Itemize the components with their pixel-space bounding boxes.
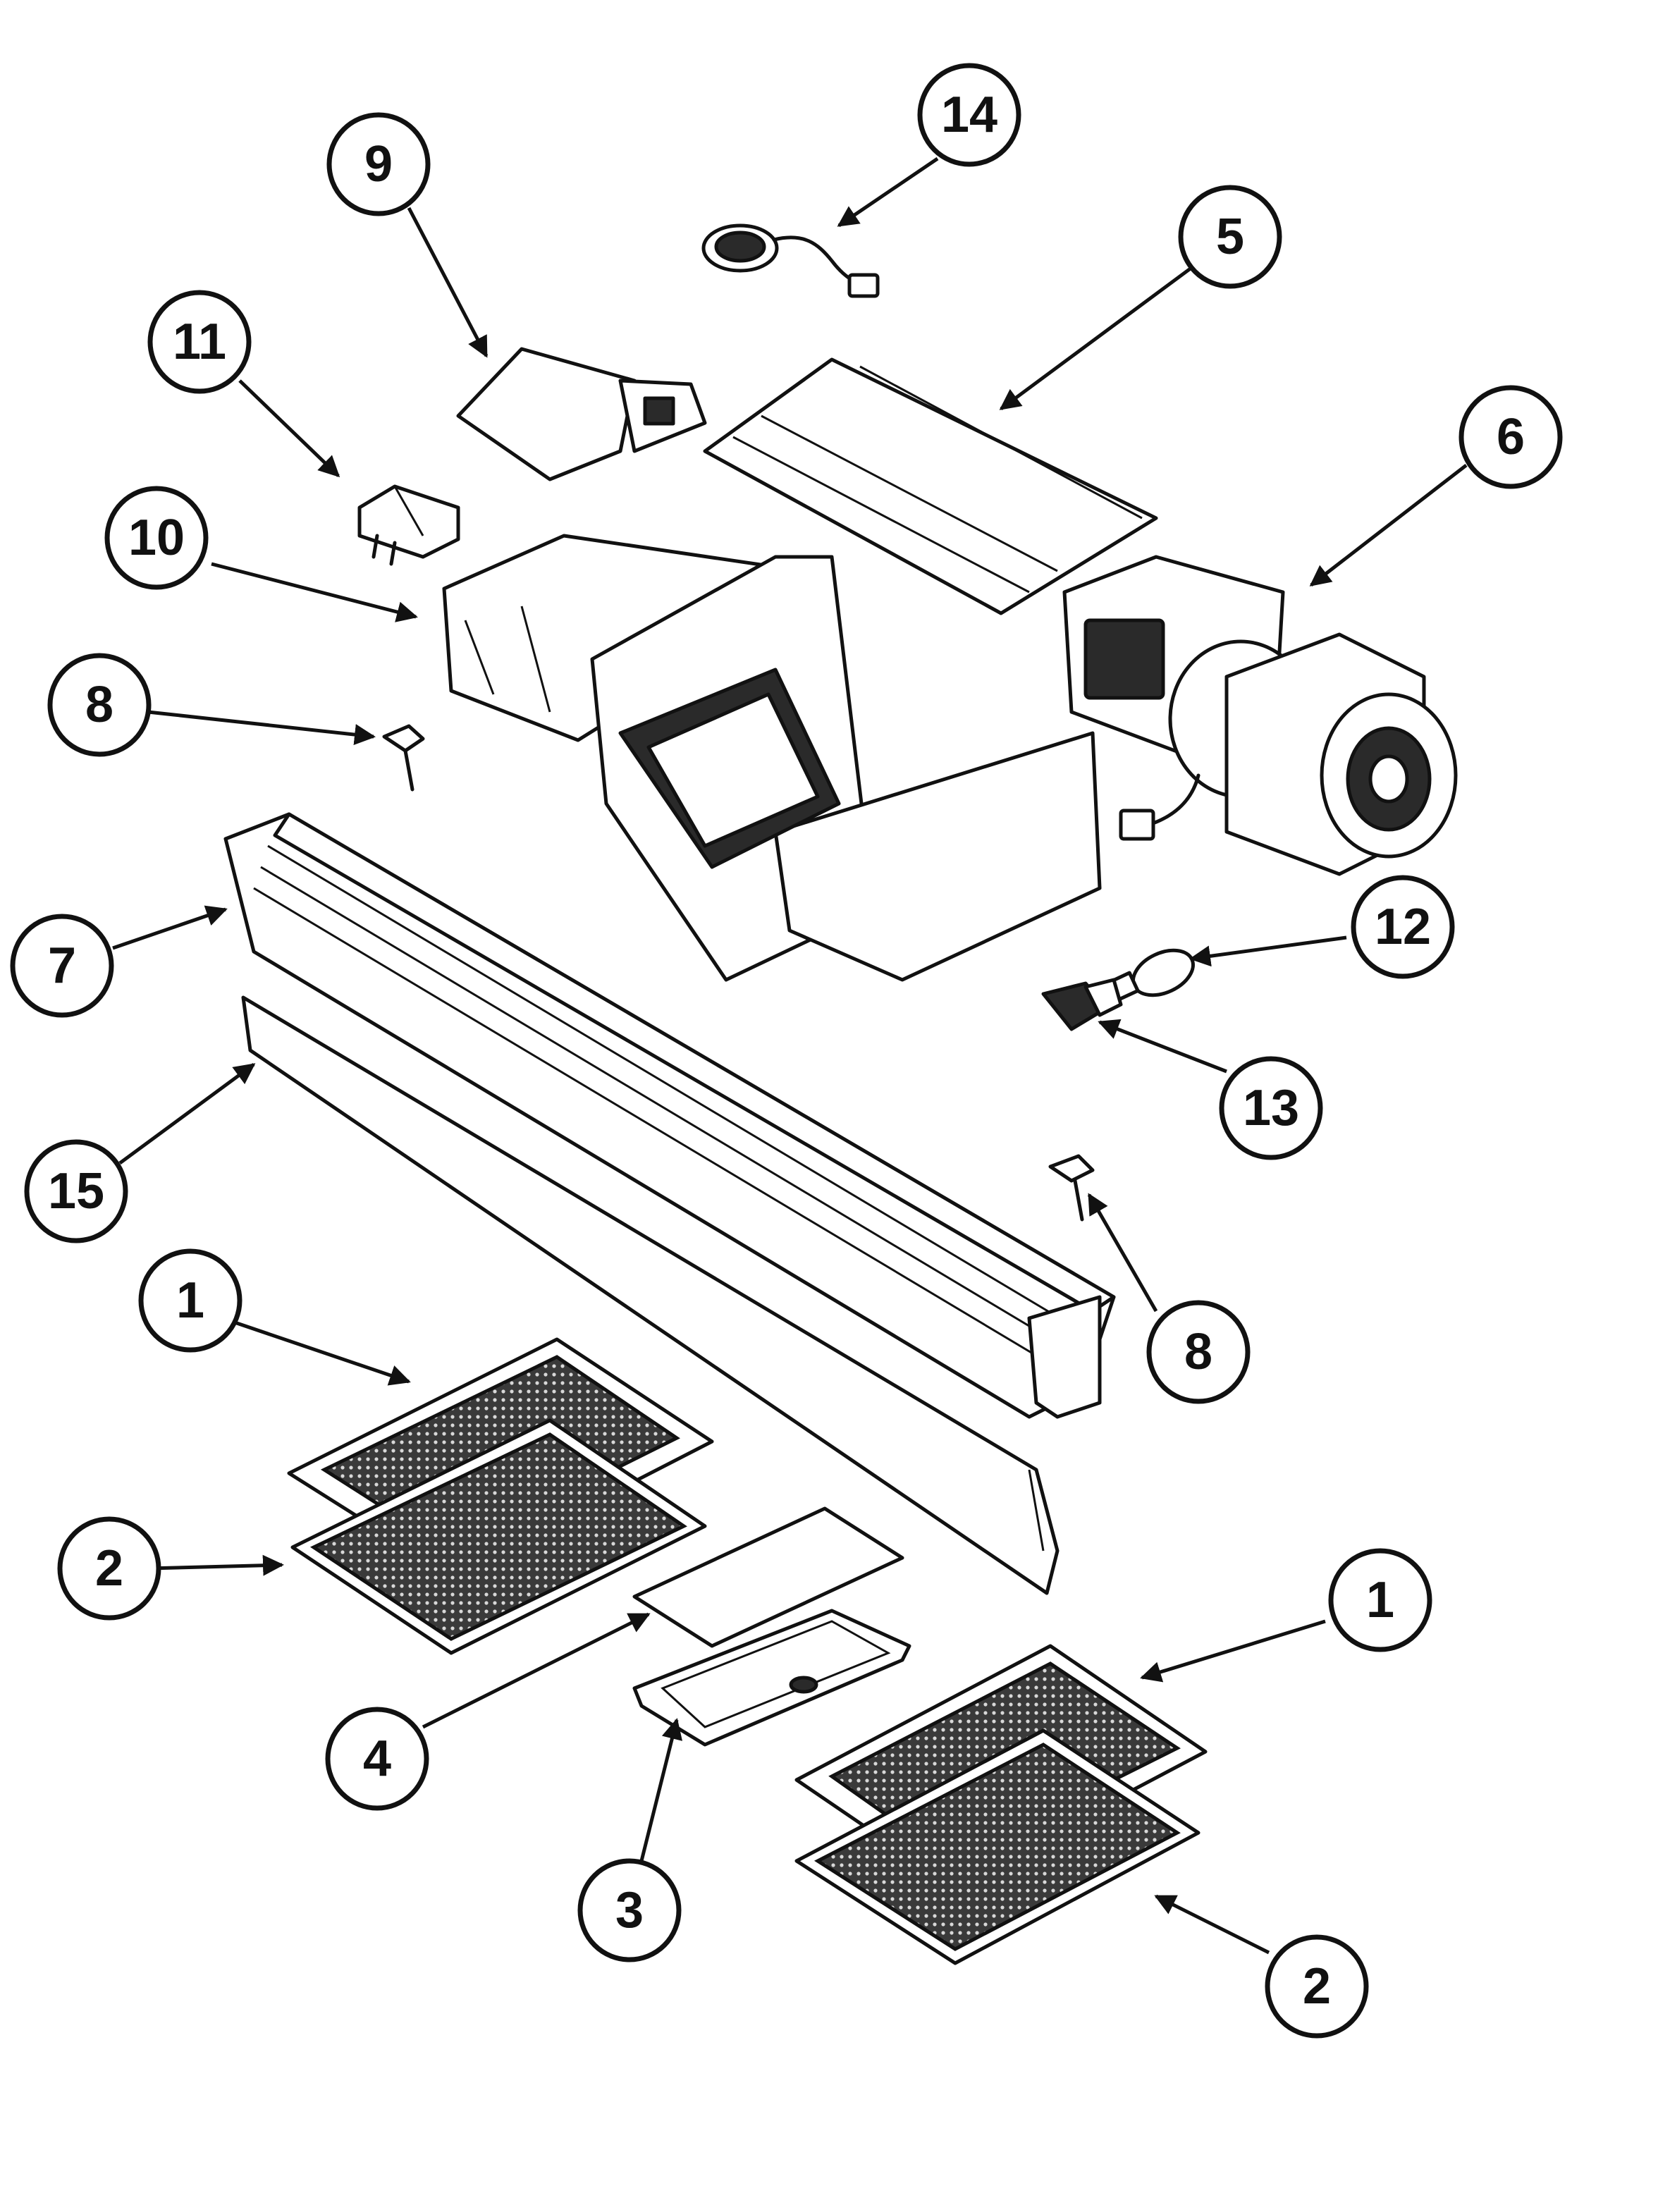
callout-label: 10 [128, 510, 185, 566]
callout-2-right: 2 [1265, 1934, 1369, 2039]
part-12-bulb [1108, 948, 1195, 1002]
callout-label: 15 [48, 1163, 104, 1219]
callout-8-upper: 8 [47, 653, 152, 757]
part-15-strip [241, 995, 1060, 1595]
part-10-housing [442, 534, 1102, 982]
callout-5: 5 [1178, 185, 1282, 289]
callout-label: 3 [615, 1882, 644, 1938]
callout-3: 3 [577, 1858, 682, 1962]
callout-12: 12 [1351, 875, 1455, 979]
callout-label: 1 [176, 1272, 204, 1329]
callout-7: 7 [10, 914, 114, 1018]
callout-label: 11 [173, 314, 226, 370]
part-2-filter-left [290, 1418, 707, 1655]
callout-label: 1 [1366, 1572, 1394, 1628]
callout-15: 15 [24, 1139, 128, 1243]
callout-13: 13 [1219, 1056, 1323, 1160]
callout-label: 2 [1303, 1958, 1331, 2015]
callout-2-left: 2 [57, 1516, 161, 1621]
part-4-lens [632, 1506, 904, 1648]
callout-14: 14 [917, 63, 1021, 167]
callout-label: 8 [1184, 1324, 1212, 1380]
callout-label: 4 [363, 1731, 391, 1787]
part-5-top-panel [703, 357, 1158, 615]
callout-label: 2 [95, 1540, 123, 1597]
callout-1-right: 1 [1328, 1548, 1432, 1652]
leader-lines [112, 156, 1468, 1955]
callout-label: 13 [1243, 1080, 1299, 1136]
part-7-front-bar [223, 812, 1116, 1419]
part-2-filter-right [794, 1728, 1200, 1965]
callout-label: 12 [1375, 899, 1431, 955]
callout-label: 8 [85, 677, 113, 733]
callout-4: 4 [325, 1707, 429, 1811]
callout-9: 9 [326, 112, 431, 216]
callout-label: 14 [941, 87, 997, 143]
callout-label: 5 [1216, 209, 1244, 265]
callout-label: 7 [48, 938, 76, 994]
part-14-sensor [701, 223, 880, 298]
part-13-socket [1041, 978, 1123, 1031]
callout-1-left: 1 [138, 1248, 242, 1353]
callout-11: 11 [147, 290, 252, 394]
callout-label: 6 [1497, 409, 1525, 465]
part-6-blower [1062, 555, 1458, 876]
part-11-switch [357, 484, 460, 566]
callout-label: 9 [364, 136, 393, 192]
callout-10: 10 [104, 486, 209, 590]
callout-6: 6 [1459, 385, 1563, 489]
part-8-clip-upper [382, 724, 425, 792]
part-9-bracket [456, 347, 707, 481]
part-3-light-cover [632, 1609, 911, 1747]
callout-8-lower: 8 [1146, 1300, 1251, 1404]
part-8-clip-lower [1048, 1154, 1095, 1222]
